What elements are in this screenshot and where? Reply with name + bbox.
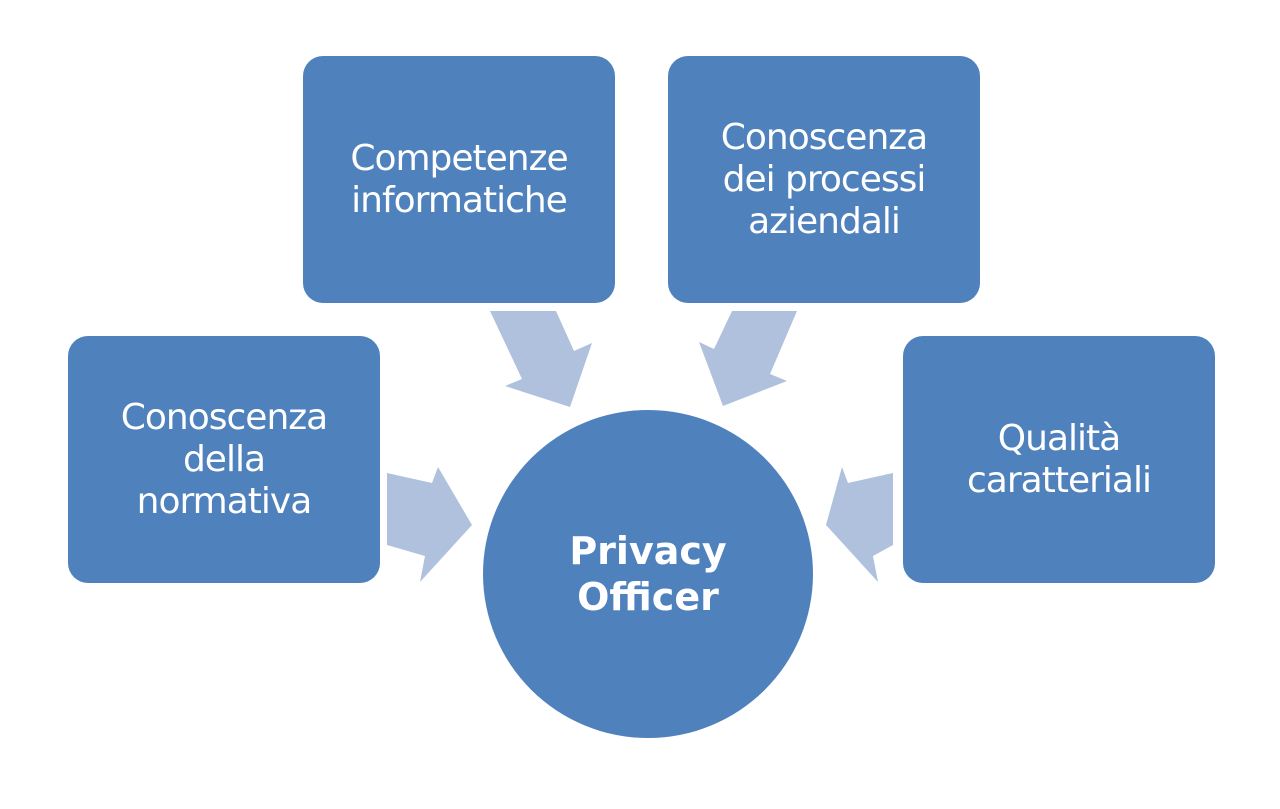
node-processi-aziendali: Conoscenza dei processi aziendali [668,56,980,303]
node-competenze-informatiche: Competenze informatiche [303,56,615,303]
arrow-top-left [490,311,592,407]
center-privacy-officer: Privacy Officer [483,410,813,738]
node-label: Qualità caratteriali [967,417,1152,501]
node-label: Conoscenza dei processi aziendali [720,116,928,242]
node-label: Competenze informatiche [350,137,568,221]
arrow-top-right [699,311,797,406]
node-label: Conoscenza della normativa [120,396,328,522]
center-label: Privacy Officer [569,529,727,619]
node-qualita-caratteriali: Qualità caratteriali [903,336,1215,583]
node-normativa: Conoscenza della normativa [68,336,380,583]
arrow-left [387,467,472,582]
arrow-right [826,467,893,582]
